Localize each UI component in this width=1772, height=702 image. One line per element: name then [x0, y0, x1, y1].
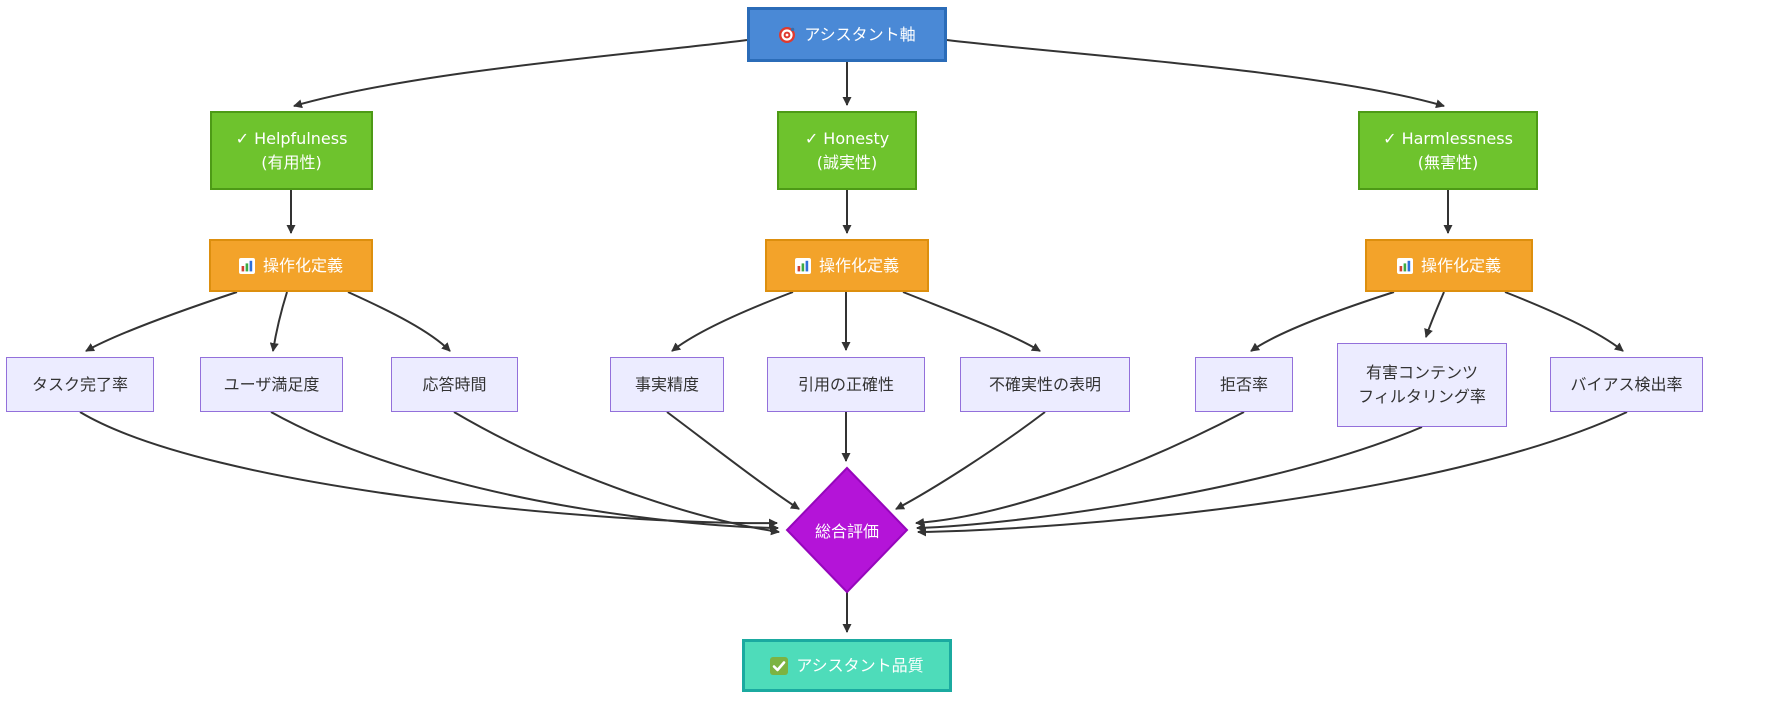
- node-metric-response-time: 応答時間: [391, 357, 518, 412]
- node-opdef-harmlessness: 操作化定義: [1365, 239, 1533, 292]
- node-label-line1: ✓ Harmlessness: [1383, 128, 1513, 148]
- node-metric-bias-detection-rate: バイアス検出率: [1550, 357, 1703, 412]
- edge-metric1-decision: [79, 411, 778, 528]
- node-metric-refusal-rate: 拒否率: [1195, 357, 1293, 412]
- node-label-line1: ✓ Honesty: [804, 128, 890, 148]
- edge-metric2-decision: [270, 411, 779, 533]
- edge-opdef3-metric7: [1250, 291, 1395, 352]
- edge-opdef1-metric3: [347, 291, 451, 352]
- edge-metric7-decision: [915, 411, 1245, 527]
- node-honesty: ✓ Honesty (誠実性): [777, 111, 917, 190]
- node-label: 操作化定義: [262, 255, 343, 275]
- edge-opdef3-metric9: [1504, 291, 1624, 352]
- edge-metric3-decision: [453, 411, 780, 536]
- edge-root-helpfulness: [293, 39, 748, 109]
- target-icon: [778, 26, 796, 44]
- edge-metric6-decision: [895, 411, 1046, 510]
- node-label: 操作化定義: [818, 255, 899, 275]
- node-label-line2: (無害性): [1417, 152, 1479, 172]
- decision-diamond-shape: [785, 466, 909, 594]
- node-label-line1: 有害コンテンツ: [1365, 363, 1478, 382]
- node-metric-harmful-content-filtering-rate: 有害コンテンツ フィルタリング率: [1337, 343, 1507, 427]
- node-assistant-axes: アシスタント軸: [747, 7, 947, 62]
- node-label: アシスタント品質: [796, 655, 924, 675]
- node-opdef-helpfulness: 操作化定義: [209, 239, 373, 292]
- node-label: 不確実性の表明: [988, 374, 1101, 394]
- bar-chart-icon: [238, 257, 255, 274]
- node-label: アシスタント軸: [804, 24, 916, 44]
- check-box-icon: [770, 656, 789, 675]
- edge-opdef1-metric1: [85, 291, 238, 352]
- edge-root-harmlessness: [946, 39, 1445, 109]
- node-label: 拒否率: [1219, 374, 1268, 394]
- node-metric-citation-accuracy: 引用の正確性: [767, 357, 925, 412]
- node-metric-factual-accuracy: 事実精度: [610, 357, 724, 412]
- edge-opdef2-metric4: [671, 291, 794, 352]
- edge-metric9-decision: [917, 411, 1628, 537]
- node-label: 事実精度: [634, 374, 699, 394]
- node-label-line2: (誠実性): [816, 152, 878, 172]
- node-label-line2: フィルタリング率: [1358, 387, 1486, 406]
- node-opdef-honesty: 操作化定義: [765, 239, 929, 292]
- node-label: 応答時間: [422, 374, 487, 394]
- node-label: 引用の正確性: [797, 374, 894, 394]
- node-label-line2: (有用性): [261, 152, 322, 172]
- node-assistant-quality: アシスタント品質: [742, 639, 952, 692]
- node-metric-uncertainty-expression: 不確実性の表明: [960, 357, 1130, 412]
- bar-chart-icon: [794, 257, 811, 274]
- edge-metric4-decision: [666, 411, 800, 510]
- node-metric-task-completion-rate: タスク完了率: [6, 357, 154, 412]
- node-metric-user-satisfaction: ユーザ満足度: [200, 357, 343, 412]
- node-label-line1: ✓ Helpfulness: [235, 128, 348, 148]
- node-harmlessness: ✓ Harmlessness (無害性): [1358, 111, 1538, 190]
- node-label: ユーザ満足度: [223, 374, 320, 394]
- edge-opdef1-metric2: [269, 291, 288, 352]
- node-label: タスク完了率: [31, 374, 128, 394]
- bar-chart-icon: [1396, 257, 1413, 274]
- node-label: 操作化定義: [1420, 255, 1501, 275]
- node-label: バイアス検出率: [1570, 374, 1683, 394]
- edge-opdef3-metric8: [1424, 291, 1445, 338]
- node-helpfulness: ✓ Helpfulness (有用性): [210, 111, 373, 190]
- edge-metric8-decision: [916, 426, 1423, 533]
- edge-opdef2-metric6: [902, 291, 1041, 352]
